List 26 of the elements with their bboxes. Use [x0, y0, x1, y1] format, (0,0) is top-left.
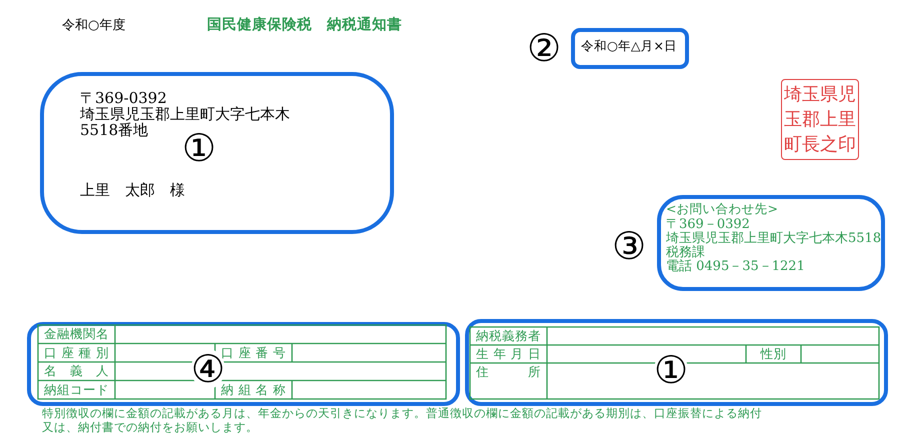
date-text: 令和○年△月×日 [581, 38, 677, 55]
rounded-box [571, 28, 689, 69]
seal-stamp: 埼玉県児玉郡上里町長之印 [781, 79, 859, 160]
recipient-name: 上里 太郎 様 [80, 182, 185, 198]
note-text: 特別徴収の欄に金額の記載がある月は、年金からの天引きになります。普通徴収の欄に金額の記載がある期別は、口座振替による納付又は、納付書での納付をお願いします。 [42, 407, 763, 434]
address-text: 埼玉県児玉郡上里町大字七本木 [80, 106, 290, 122]
field-label: 納組コード [43, 380, 110, 398]
contact-text: 埼玉県児玉郡上里町大字七本木5518 [666, 232, 882, 246]
document-title: 国民健康保険税 納税通知書 [207, 16, 402, 34]
field-label: 性別 [759, 345, 788, 363]
rounded-box [657, 195, 885, 291]
field-label: 住所 [475, 363, 542, 381]
form-panel [465, 319, 888, 406]
contact-heading: <お問い合わせ先> [666, 201, 778, 216]
address-text: 5518番地 [80, 122, 148, 138]
contact-text: 〒369－0392 [666, 218, 750, 232]
rounded-box [40, 72, 394, 234]
contact-text: 税務課 [666, 246, 705, 260]
field-label: 口座種別 [43, 344, 110, 362]
field-label: 金融機関名 [43, 325, 110, 343]
field-label: 生年月日 [475, 345, 542, 363]
field-label: 納税義務者 [475, 327, 542, 345]
postal-code: 〒369-0392 [80, 90, 167, 106]
fiscal-year-text: 令和○年度 [62, 17, 126, 34]
field-label: 名義人 [43, 362, 110, 380]
contact-text: 電話 0495－35－1221 [666, 260, 805, 274]
